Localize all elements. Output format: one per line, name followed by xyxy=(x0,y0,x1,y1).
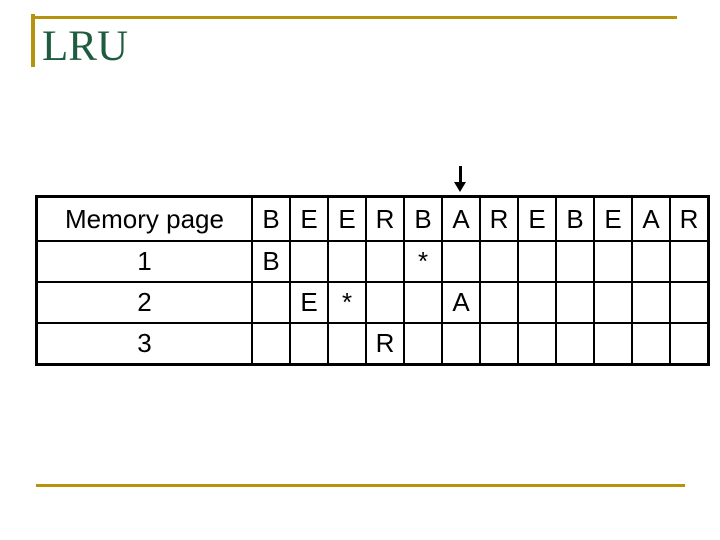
arrow-head xyxy=(454,182,466,192)
cell-page2-step9 xyxy=(555,281,595,324)
cell-page2-step6: A xyxy=(441,281,481,324)
cell-page1-step10 xyxy=(593,240,633,283)
cell-page2-step12 xyxy=(669,281,710,324)
cell-page3-step9 xyxy=(555,322,595,366)
cell-page2-step2: E xyxy=(289,281,329,324)
cell-page3-step11 xyxy=(631,322,671,366)
cell-page2-step5 xyxy=(403,281,443,324)
cell-page2-step3: * xyxy=(327,281,367,324)
ref-col-8: E xyxy=(517,195,557,242)
ref-col-12: R xyxy=(669,195,710,242)
cell-page1-step4 xyxy=(365,240,405,283)
cell-page1-step9 xyxy=(555,240,595,283)
top-accent-line xyxy=(33,16,677,19)
cell-page3-step1 xyxy=(251,322,291,366)
cell-page2-step7 xyxy=(479,281,519,324)
cell-page2-step8 xyxy=(517,281,557,324)
ref-col-11: A xyxy=(631,195,671,242)
cell-page3-step10 xyxy=(593,322,633,366)
cell-page1-step6 xyxy=(441,240,481,283)
cell-page3-step7 xyxy=(479,322,519,366)
cell-page1-step8 xyxy=(517,240,557,283)
ref-col-9: B xyxy=(555,195,595,242)
title-accent-bar xyxy=(31,14,35,67)
cell-page1-step7 xyxy=(479,240,519,283)
row-label-3: 3 xyxy=(35,322,253,366)
cell-page1-step1: B xyxy=(251,240,291,283)
ref-col-2: E xyxy=(289,195,329,242)
down-arrow-icon xyxy=(453,166,467,193)
cell-page2-step1 xyxy=(251,281,291,324)
cell-page2-step11 xyxy=(631,281,671,324)
ref-col-1: B xyxy=(251,195,291,242)
cell-page3-step8 xyxy=(517,322,557,366)
cell-page2-step4 xyxy=(365,281,405,324)
arrow-shaft xyxy=(459,166,462,183)
ref-col-3: E xyxy=(327,195,367,242)
row-label-2: 2 xyxy=(35,281,253,324)
cell-page1-step11 xyxy=(631,240,671,283)
bottom-accent-line xyxy=(36,484,685,487)
row-label-1: 1 xyxy=(35,240,253,283)
ref-col-4: R xyxy=(365,195,405,242)
cell-page1-step2 xyxy=(289,240,329,283)
cell-page3-step4: R xyxy=(365,322,405,366)
cell-page1-step5: * xyxy=(403,240,443,283)
cell-page3-step6 xyxy=(441,322,481,366)
cell-page3-step5 xyxy=(403,322,443,366)
ref-col-5: B xyxy=(403,195,443,242)
cell-page3-step12 xyxy=(669,322,710,366)
ref-col-6: A xyxy=(441,195,481,242)
page-title: LRU xyxy=(42,23,128,70)
cell-page2-step10 xyxy=(593,281,633,324)
cell-page3-step2 xyxy=(289,322,329,366)
memory-page-header: Memory page xyxy=(35,195,253,242)
cell-page3-step3 xyxy=(327,322,367,366)
ref-col-10: E xyxy=(593,195,633,242)
cell-page1-step12 xyxy=(669,240,710,283)
cell-page1-step3 xyxy=(327,240,367,283)
ref-col-7: R xyxy=(479,195,519,242)
